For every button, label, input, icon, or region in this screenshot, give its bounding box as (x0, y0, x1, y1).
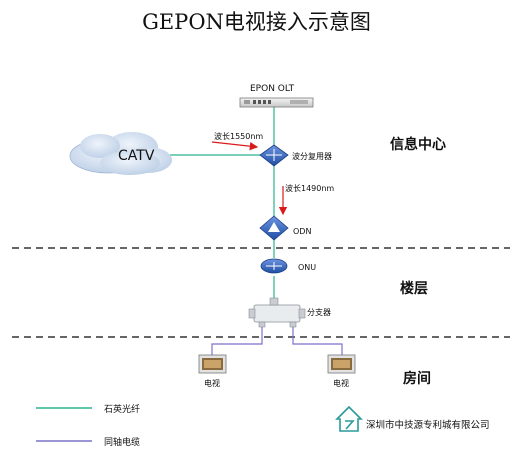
diagram-title: GEPON电视接入示意图 (142, 10, 371, 34)
label-onu: ONU (298, 263, 317, 272)
zone-label-center: 信息中心 (390, 137, 446, 153)
label-catv: CATV (118, 148, 155, 164)
fiber-links (170, 106, 275, 300)
coax-links (211, 326, 343, 356)
label-tv-left: 电视 (204, 379, 220, 388)
splitter-device (248, 297, 306, 328)
arrow-1550 (211, 141, 259, 151)
label-splitter: 分支器 (307, 308, 331, 317)
legend-coax-label: 同轴电缆 (104, 438, 141, 448)
odn-device (259, 215, 289, 241)
tv-left-device (198, 354, 227, 374)
label-tv-right: 电视 (333, 379, 349, 388)
epon-olt-device (239, 97, 314, 108)
label-wavelength-1550: 波长1550nm (214, 132, 264, 141)
tv-right-device (327, 354, 356, 374)
onu-device (260, 258, 288, 274)
label-epon-olt: EPON OLT (250, 84, 295, 94)
label-wavelength-1490: 波长1490nm (285, 184, 335, 193)
company-logo (335, 405, 363, 432)
label-wdm: 波分复用器 (292, 152, 332, 161)
wdm-device (259, 144, 289, 167)
catv-cloud (69, 132, 172, 175)
legend-fiber-label: 石英光纤 (104, 405, 141, 415)
zone-label-room: 房间 (403, 371, 431, 387)
company-name: 深圳市中技源专利城有限公司 (366, 420, 490, 431)
label-odn: ODN (293, 227, 312, 236)
zone-label-floor: 楼层 (400, 281, 428, 297)
